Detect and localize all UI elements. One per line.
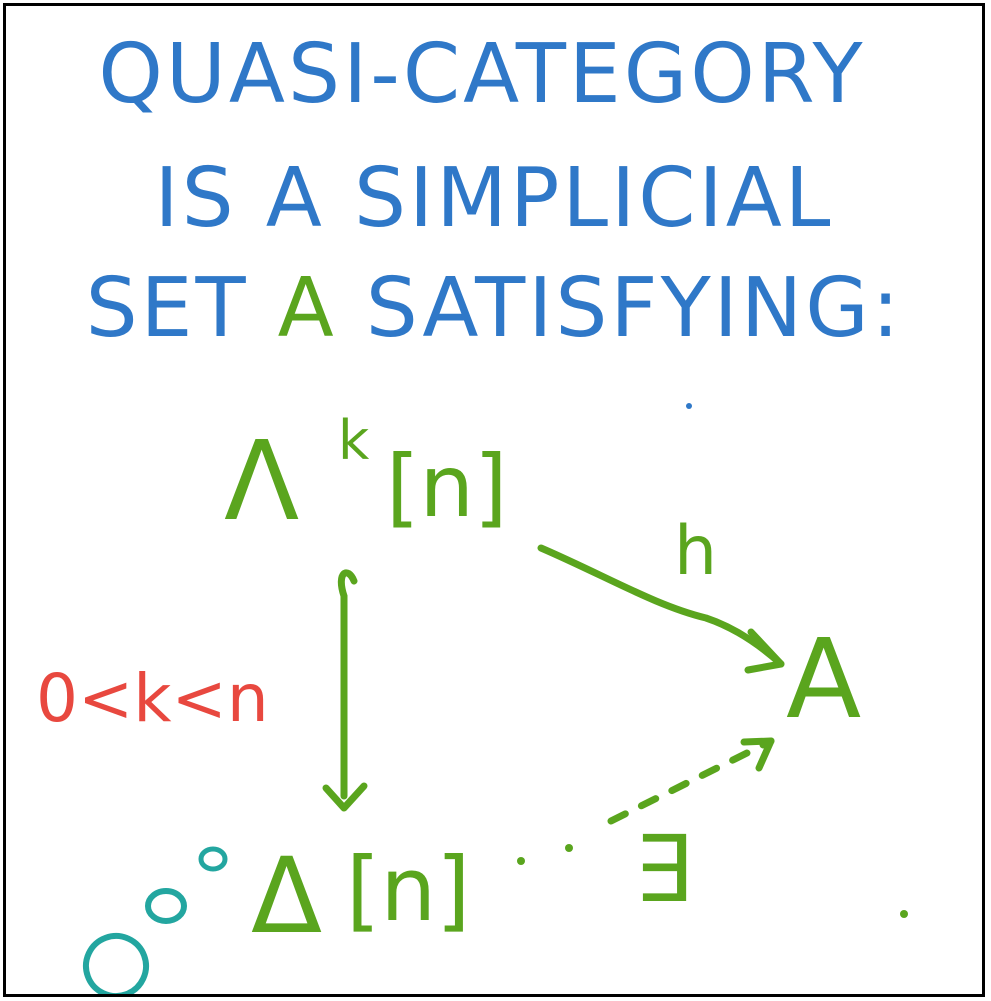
title-line-3-prefix: SET	[85, 261, 278, 356]
arrow-h-head	[744, 628, 785, 674]
condition-label: 0<k<n	[36, 660, 269, 737]
dotted-lift-arrow-shaft	[607, 737, 775, 825]
simplex-symbol: Δ	[251, 835, 323, 957]
dotted-lift-arrow-head	[740, 737, 775, 772]
bubble-small	[198, 846, 228, 872]
map-label-h: h	[674, 512, 718, 591]
dot-mark	[517, 857, 525, 865]
target-object-a: A	[786, 615, 862, 743]
inclusion-arrow-head	[322, 782, 368, 812]
title-line-3: SET A SATISFYING:	[6, 268, 982, 350]
title-line-3-suffix: SATISFYING:	[336, 261, 903, 356]
inclusion-arrow-shaft	[337, 569, 358, 800]
simplex-bracket-n: [n]	[346, 838, 471, 941]
dot-mark	[565, 844, 573, 852]
horn-bracket-n: [n]	[386, 437, 508, 537]
exists-symbol: ∃	[634, 816, 693, 923]
bubble-medium	[145, 888, 187, 924]
horn-superscript-k: k	[338, 409, 370, 472]
title-line-1: QUASI-CATEGORY	[98, 27, 866, 122]
horn-symbol: Λ	[224, 417, 300, 545]
whiteboard-canvas: QUASI-CATEGORY IS A SIMPLICIAL SET A SAT…	[3, 3, 985, 997]
title-object-a: A	[277, 261, 337, 356]
arrow-h-shaft	[537, 544, 785, 668]
title-line-2: IS A SIMPLICIAL	[154, 151, 834, 246]
diagram-strokes	[83, 403, 908, 994]
bubble-large	[83, 933, 149, 994]
dot-mark	[686, 403, 692, 409]
dot-mark	[900, 910, 908, 918]
